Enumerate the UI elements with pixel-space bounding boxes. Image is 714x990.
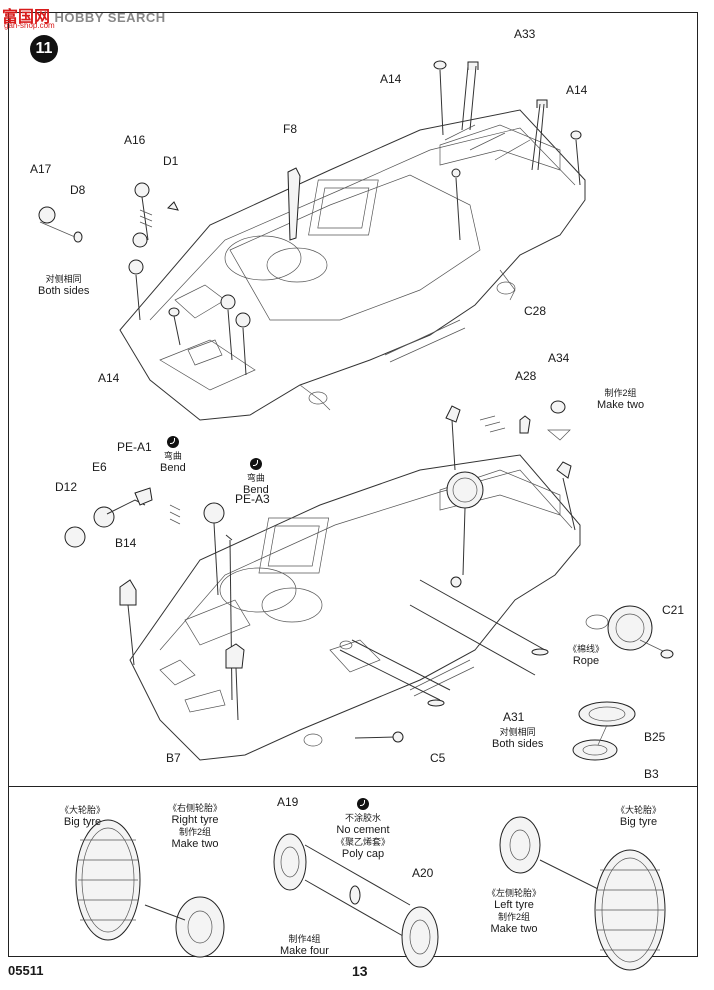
- right-tyre-en: Right tyre: [171, 813, 219, 826]
- label-a28: A28: [515, 369, 537, 383]
- label-a19: A19: [277, 795, 299, 809]
- label-pe-a1: PE-A1: [117, 440, 152, 454]
- big-tyre-right-note: 《大轮胎》 Big tyre: [616, 805, 661, 829]
- poly-cap-cn: 《聚乙烯套》: [336, 837, 391, 848]
- watermark-logo: 富国网 HOBBY SEARCH gan-shop.com: [2, 3, 166, 30]
- label-f8: F8: [283, 122, 298, 136]
- label-a16: A16: [124, 133, 146, 147]
- left-tyre-en2: Make two: [490, 922, 538, 935]
- label-d12: D12: [55, 480, 78, 494]
- rope-en: Rope: [572, 654, 600, 667]
- make-four-cn: 制作4组: [288, 934, 321, 944]
- label-a20: A20: [412, 866, 434, 880]
- right-tyre-cn2: 制作2组: [179, 826, 212, 837]
- poly-cap-en: Poly cap: [341, 847, 385, 860]
- label-b7: B7: [166, 751, 181, 765]
- no-cement-cn: 不涂胶水: [345, 813, 382, 824]
- label-a14-right: A14: [566, 83, 588, 97]
- a31-both-sides-en: Both sides: [492, 737, 544, 750]
- top-small-parts: [38, 60, 582, 376]
- bend-note-2: 弯曲 Bend: [243, 454, 269, 497]
- both-sides-en: Both sides: [38, 284, 90, 297]
- label-b3: B3: [644, 767, 659, 781]
- no-cement-icon: [357, 797, 369, 810]
- product-code: 05511: [8, 963, 44, 978]
- label-a31: A31: [503, 710, 525, 724]
- right-tyre-en2: Make two: [171, 837, 219, 850]
- left-tyre-note: 《左侧轮胎》 Left tyre 制作2组 Make two: [487, 888, 541, 936]
- big-tyre-right-en: Big tyre: [619, 815, 658, 828]
- left-tyre-en: Left tyre: [494, 898, 534, 911]
- label-a14-left: A14: [98, 371, 120, 385]
- bend-en-1: Bend: [160, 461, 186, 474]
- bend-icon: [166, 435, 179, 448]
- label-d1: D1: [163, 154, 179, 168]
- logo-url: gan-shop.com: [4, 21, 55, 30]
- middle-small-parts: [64, 400, 674, 761]
- label-b14: B14: [115, 536, 137, 550]
- left-tyre-cn2: 制作2组: [498, 911, 531, 922]
- both-sides-note-top: 对侧相同 Both sides: [38, 274, 89, 298]
- bend-note-1: 弯曲 Bend: [160, 432, 186, 475]
- a31-both-sides-cn: 对侧相同: [499, 727, 536, 737]
- bottom-wheels: [75, 816, 666, 971]
- page-frame: [8, 12, 698, 957]
- label-e6: E6: [92, 460, 107, 474]
- a31-both-sides-note: 对侧相同 Both sides: [492, 727, 543, 751]
- label-a14-top: A14: [380, 72, 402, 86]
- make-four-note: 制作4组 Make four: [280, 934, 329, 958]
- no-cement-en: No cement: [336, 823, 390, 836]
- page-number: 13: [352, 963, 368, 979]
- right-tyre-note: 《右侧轮胎》 Right tyre 制作2组 Make two: [168, 803, 222, 851]
- both-sides-cn: 对侧相同: [45, 274, 82, 284]
- label-c28: C28: [524, 304, 547, 318]
- rope-cn: 《棉线》: [568, 644, 605, 654]
- label-a33: A33: [514, 27, 536, 41]
- label-a34: A34: [548, 351, 570, 365]
- bend-cn-1: 弯曲: [163, 451, 182, 462]
- make-two-cn: 制作2组: [604, 388, 637, 398]
- section-divider: [8, 786, 698, 787]
- make-two-en: Make two: [597, 398, 645, 411]
- bend-en-2: Bend: [243, 483, 269, 496]
- middle-vehicle-hull: [129, 454, 609, 761]
- big-tyre-left-en: Big tyre: [63, 815, 102, 828]
- big-tyre-right-cn: 《大轮胎》: [616, 805, 662, 815]
- label-d8: D8: [70, 183, 86, 197]
- make-two-note: 制作2组 Make two: [597, 388, 644, 412]
- bend-cn-2: 弯曲: [246, 473, 265, 484]
- label-b25: B25: [644, 730, 666, 744]
- no-cement-note: 不涂胶水 No cement 《聚乙烯套》 Poly cap: [336, 794, 390, 861]
- rope-note: 《棉线》 Rope: [568, 644, 604, 668]
- big-tyre-left-cn: 《大轮胎》: [60, 805, 106, 815]
- make-four-en: Make four: [280, 944, 329, 957]
- label-pe-a3: PE-A3: [235, 492, 270, 506]
- right-tyre-cn: 《右侧轮胎》: [168, 803, 223, 813]
- step-number-badge: 11: [30, 35, 58, 63]
- left-tyre-cn: 《左侧轮胎》: [487, 888, 542, 898]
- logo-search: HOBBY SEARCH: [54, 10, 166, 25]
- label-c21: C21: [662, 603, 685, 617]
- big-tyre-left-note: 《大轮胎》 Big tyre: [60, 805, 105, 829]
- bend-icon: [249, 457, 262, 470]
- label-c5: C5: [430, 751, 446, 765]
- label-a17: A17: [30, 162, 52, 176]
- logo-brand: 富国网: [2, 7, 51, 26]
